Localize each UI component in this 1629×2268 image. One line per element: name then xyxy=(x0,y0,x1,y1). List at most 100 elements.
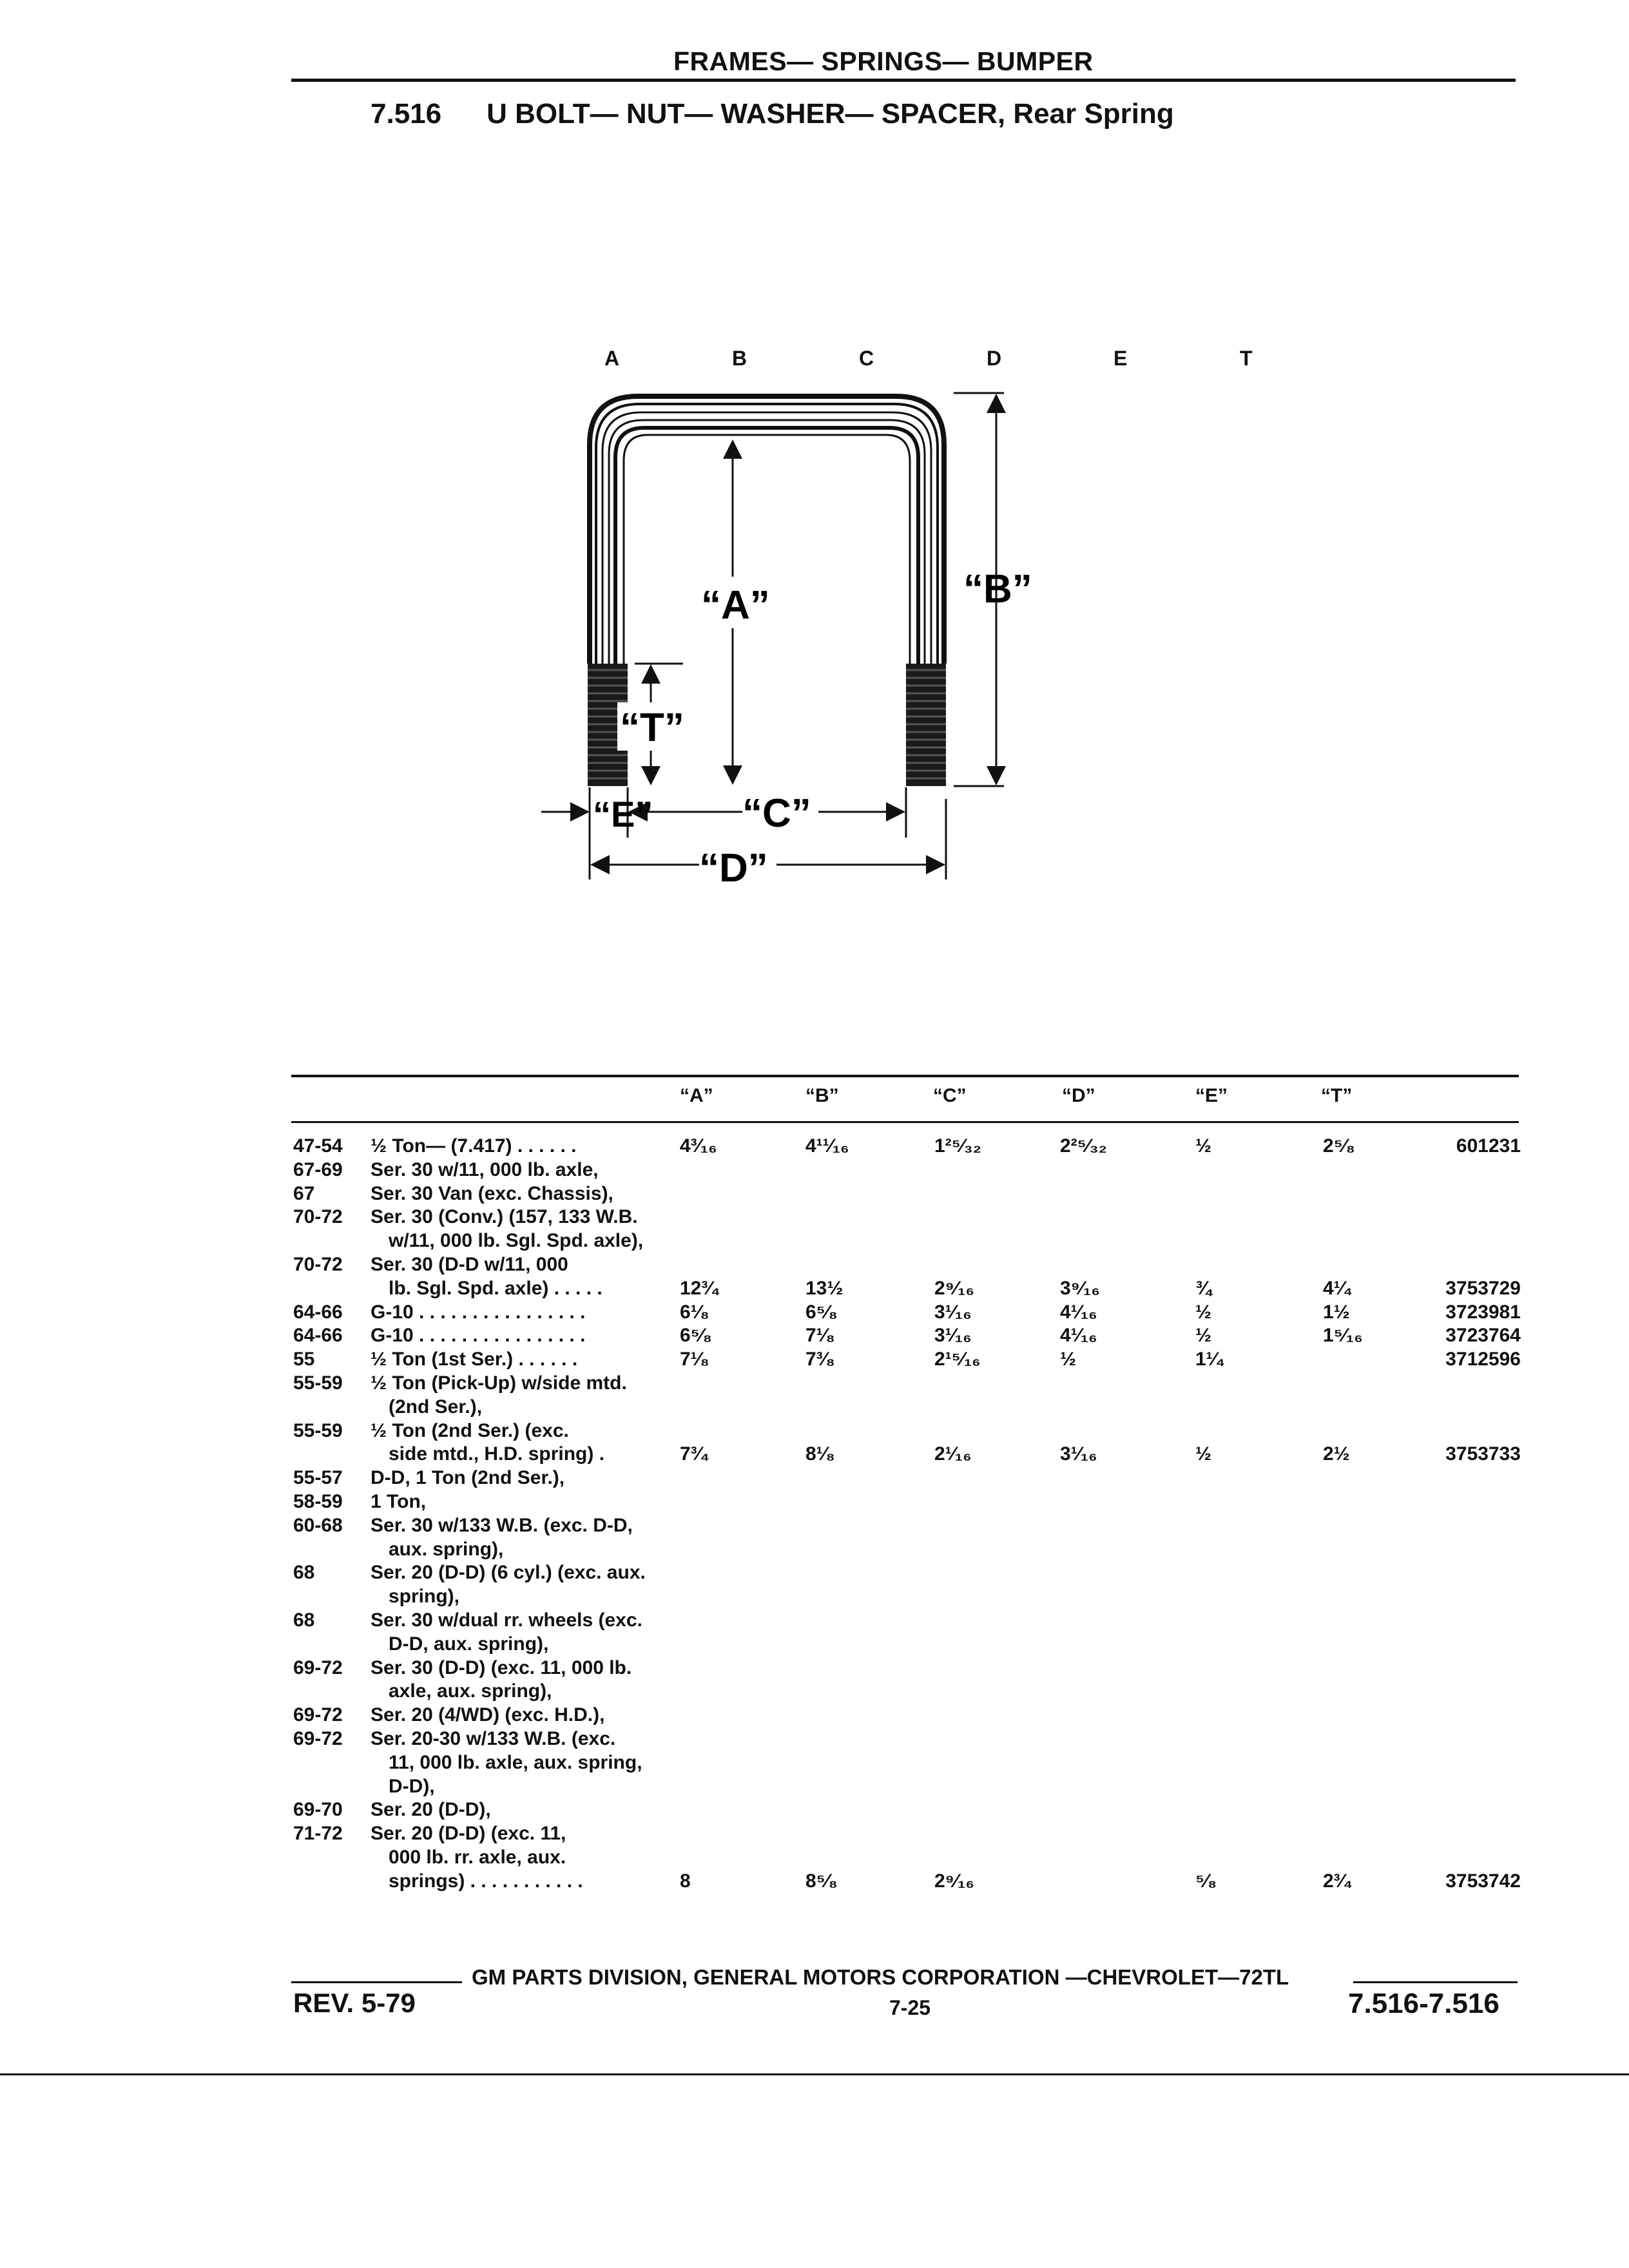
cell-year: 69-72 xyxy=(293,1657,343,1678)
cell-t: 4¹⁄₄ xyxy=(1323,1277,1353,1299)
cell-a: 4³⁄₁₆ xyxy=(680,1135,717,1157)
cell-d: 4¹⁄₁₆ xyxy=(1060,1325,1097,1347)
cell-year: 64-66 xyxy=(293,1301,343,1323)
table-row: axle, aux. spring), xyxy=(293,1679,1521,1703)
table-row: 70-72 Ser. 30 (Conv.) (157, 133 W.B. xyxy=(293,1205,1521,1229)
cell-desc: ½ Ton (1st Ser.) . . . . . . xyxy=(371,1349,578,1370)
label-a: “A” xyxy=(701,583,770,628)
label-b: “B” xyxy=(963,567,1032,611)
cell-year: 69-72 xyxy=(293,1728,343,1749)
label-e: “E” xyxy=(593,794,653,834)
cell-part: 3712596 xyxy=(1445,1349,1521,1370)
header-rule xyxy=(291,79,1516,82)
cell-desc: Ser. 30 w/133 W.B. (exc. D-D, xyxy=(371,1514,633,1536)
cell-e: ⁵⁄₈ xyxy=(1195,1870,1217,1892)
cell-desc: D-D), xyxy=(389,1775,435,1797)
footer-company: GM PARTS DIVISION, GENERAL MOTORS CORPOR… xyxy=(472,1965,1289,1989)
cell-desc: 11, 000 lb. axle, aux. spring, xyxy=(389,1751,642,1773)
col-header-d: “D” xyxy=(1062,1085,1095,1106)
cell-part: 601231 xyxy=(1456,1135,1521,1157)
cell-year: 58-59 xyxy=(293,1491,343,1512)
col-header-a: “A” xyxy=(680,1085,713,1106)
u-bolt-drawing: “A” “B” “T” “E” “C” “D” xyxy=(541,392,1032,890)
cell-d: 2²⁵⁄₃₂ xyxy=(1060,1135,1107,1157)
cell-desc: side mtd., H.D. spring) . xyxy=(389,1443,605,1465)
cell-d: 3¹⁄₁₆ xyxy=(1060,1443,1097,1465)
letter-e: E xyxy=(1113,347,1128,370)
cell-e: ½ xyxy=(1195,1325,1212,1347)
cell-desc: G-10 . . . . . . . . . . . . . . . . xyxy=(371,1325,586,1347)
label-d: “D” xyxy=(699,846,768,890)
cell-d: ½ xyxy=(1060,1349,1077,1370)
cell-desc: spring), xyxy=(389,1586,459,1608)
label-c: “C” xyxy=(742,791,811,836)
cell-year: 69-70 xyxy=(293,1799,343,1821)
cell-desc: D-D, 1 Ton (2nd Ser.), xyxy=(371,1467,565,1489)
table-row: 000 lb. rr. axle, aux. xyxy=(293,1845,1521,1869)
cell-desc: Ser. 30 (Conv.) (157, 133 W.B. xyxy=(371,1206,638,1228)
section-header: FRAMES— SPRINGS— BUMPER xyxy=(673,46,1094,76)
col-header-c: “C” xyxy=(933,1085,967,1106)
cell-c: 1²⁵⁄₃₂ xyxy=(934,1135,981,1157)
page-number: 7-25 xyxy=(889,1996,931,2019)
cell-part: 3723764 xyxy=(1445,1325,1521,1347)
table-header-rule xyxy=(291,1121,1519,1123)
cell-year: 70-72 xyxy=(293,1254,343,1275)
u-bolt-diagram: “A” “B” “T” “E” “C” “D” xyxy=(541,380,1083,896)
cell-part: 3753742 xyxy=(1445,1870,1521,1892)
cell-part: 3753733 xyxy=(1445,1443,1521,1465)
cell-c: 2¹⁄₁₆ xyxy=(934,1443,972,1465)
subsection-name: U BOLT— NUT— WASHER— SPACER, Rear Spring xyxy=(487,98,1174,130)
cell-desc: Ser. 30 (D-D w/11, 000 xyxy=(371,1254,568,1275)
table-row: D-D, aux. spring), xyxy=(293,1632,1521,1656)
section-reference: 7.516-7.516 xyxy=(1348,1988,1499,2019)
cell-desc: Ser. 30 w/11, 000 lb. axle, xyxy=(371,1158,599,1180)
cell-b: 4¹¹⁄₁₆ xyxy=(805,1135,849,1157)
cell-c: 3¹⁄₁₆ xyxy=(934,1325,972,1347)
cell-e: ½ xyxy=(1195,1135,1212,1157)
cell-year: 55-59 xyxy=(293,1419,343,1441)
footer-rule-right xyxy=(1353,1981,1518,1983)
cell-year: 68 xyxy=(293,1562,315,1584)
cell-year: 64-66 xyxy=(293,1325,343,1347)
cell-desc: (2nd Ser.), xyxy=(389,1396,483,1418)
cell-a: 6⁵⁄₈ xyxy=(680,1325,712,1347)
cell-c: 2⁹⁄₁₆ xyxy=(934,1870,974,1892)
label-t: “T” xyxy=(620,706,684,750)
cell-b: 13½ xyxy=(805,1277,843,1299)
cell-year: 55-57 xyxy=(293,1467,343,1489)
cell-year: 47-54 xyxy=(293,1135,343,1157)
cell-year: 69-72 xyxy=(293,1704,343,1726)
letter-c: C xyxy=(859,347,874,370)
cell-b: 7¹⁄₈ xyxy=(805,1325,835,1347)
cell-year: 70-72 xyxy=(293,1206,343,1228)
letter-a: A xyxy=(604,347,620,370)
subsection-number: 7.516 xyxy=(371,98,442,130)
table-row: 70-72 Ser. 30 (D-D w/11, 000 xyxy=(293,1253,1521,1276)
cell-year: 67-69 xyxy=(293,1158,343,1180)
cell-a: 8 xyxy=(680,1870,691,1892)
cell-e: 1¹⁄₄ xyxy=(1195,1349,1225,1370)
subsection-title: 7.516 U BOLT— NUT— WASHER— SPACER, Rear S… xyxy=(371,98,1174,130)
table-row: aux. spring), xyxy=(293,1537,1521,1561)
cell-part: 3723981 xyxy=(1445,1301,1521,1323)
cell-desc: 000 lb. rr. axle, aux. xyxy=(389,1847,566,1868)
table-row: 67-69 Ser. 30 w/11, 000 lb. axle, xyxy=(293,1158,1521,1182)
table-row: (2nd Ser.), xyxy=(293,1395,1521,1419)
table-row: D-D), xyxy=(293,1774,1521,1798)
thread-right xyxy=(906,664,946,786)
cell-desc: axle, aux. spring), xyxy=(389,1680,552,1702)
cell-desc: lb. Sgl. Spd. axle) . . . . . xyxy=(389,1277,602,1299)
cell-desc: ½ Ton (Pick-Up) w/side mtd. xyxy=(371,1372,627,1394)
cell-b: 6⁵⁄₈ xyxy=(805,1301,838,1323)
